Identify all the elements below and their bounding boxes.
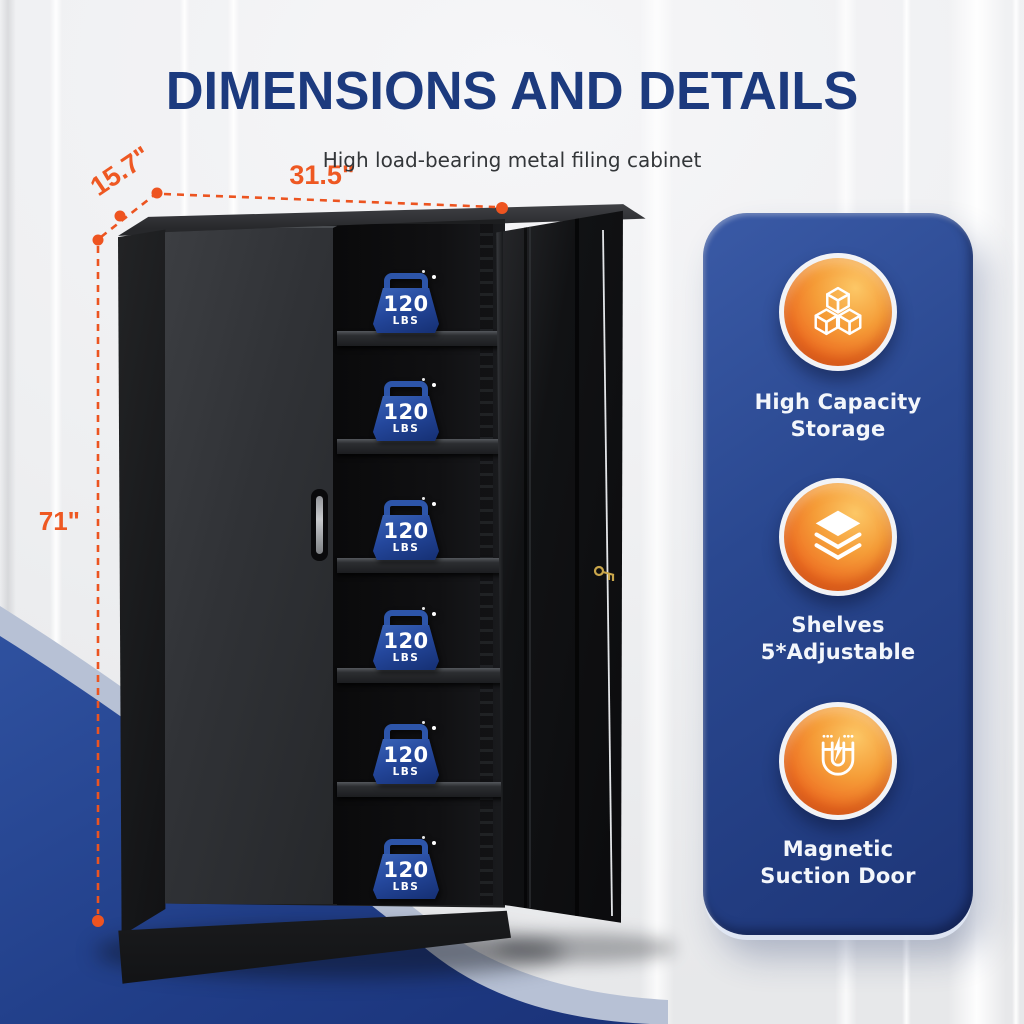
feature-line: Suction Door bbox=[760, 864, 916, 889]
feature-panel: High Capacity Storage Shelves 5*Adjustab… bbox=[703, 213, 973, 935]
feature-title: Magnetic Suction Door bbox=[703, 836, 973, 891]
cubes-icon bbox=[814, 286, 862, 336]
feature-line: Shelves bbox=[791, 613, 885, 637]
feature-line: High Capacity bbox=[754, 390, 922, 414]
feature-icon-circle bbox=[779, 478, 897, 596]
feature-icon-circle bbox=[779, 702, 897, 820]
feature-title: Shelves 5*Adjustable bbox=[703, 612, 973, 667]
width-dimension-label: 31.5" bbox=[289, 160, 355, 190]
wall-panel-line bbox=[1012, 0, 1020, 1024]
feature-line: Magnetic bbox=[782, 837, 894, 861]
height-dimension-label: 71" bbox=[38, 506, 80, 536]
page-title: DIMENSIONS AND DETAILS bbox=[165, 61, 859, 121]
page-subtitle: High load-bearing metal filing cabinet bbox=[322, 148, 702, 172]
layers-icon bbox=[814, 510, 862, 561]
feature-icon-circle bbox=[779, 253, 897, 371]
feature-line: Storage bbox=[790, 417, 886, 442]
magnet-icon bbox=[821, 734, 855, 776]
feature-line: 5*Adjustable bbox=[760, 640, 916, 665]
feature-title: High Capacity Storage bbox=[703, 389, 973, 444]
